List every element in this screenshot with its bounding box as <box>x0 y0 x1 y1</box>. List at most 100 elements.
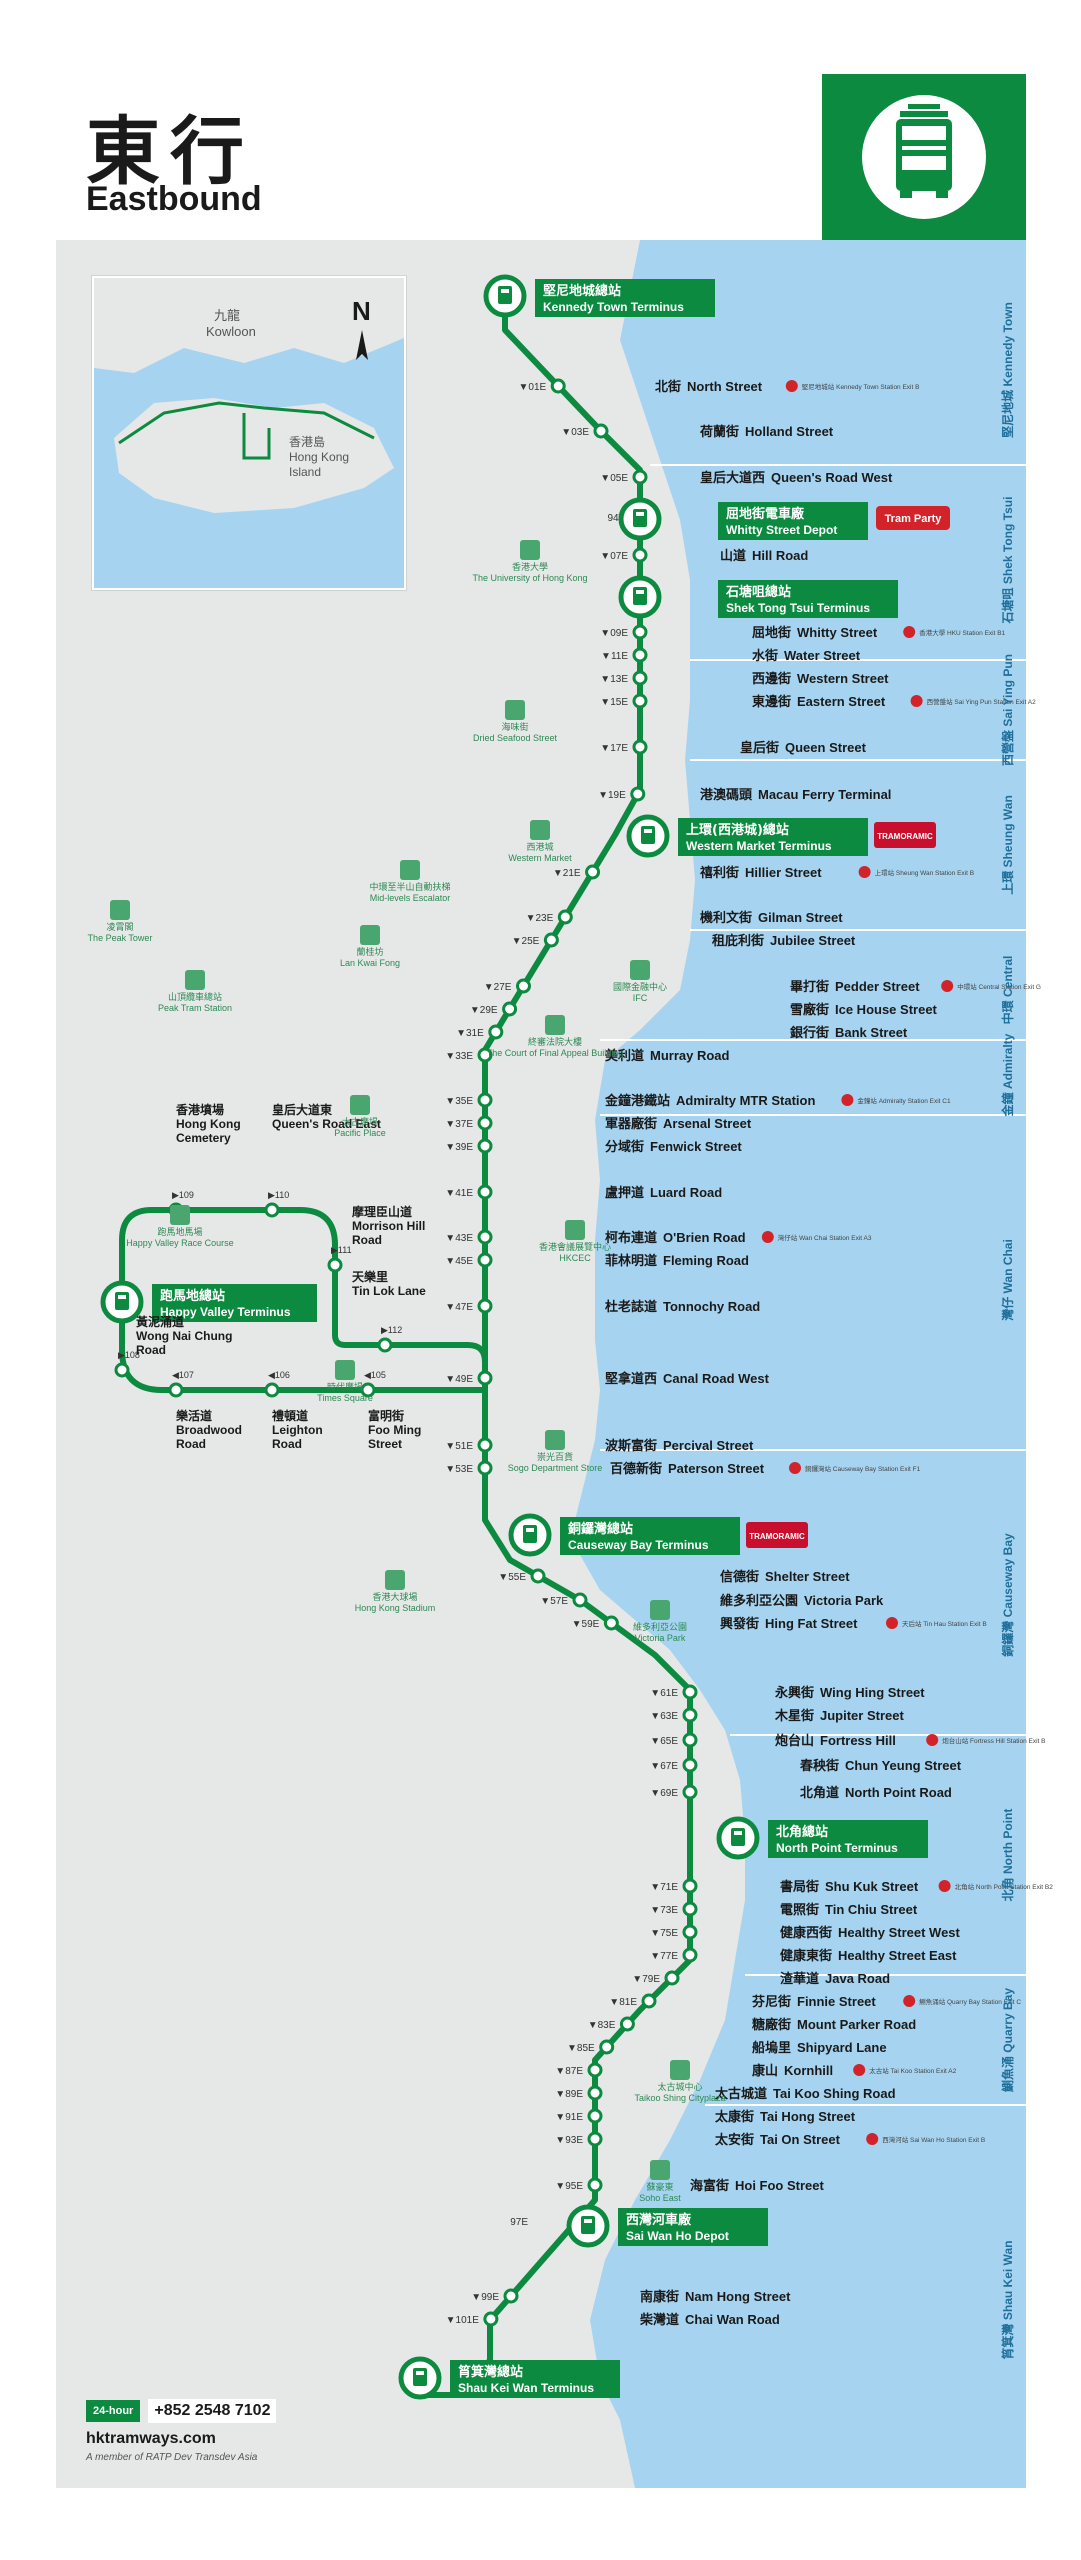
tram-stop-marker[interactable] <box>477 1047 493 1063</box>
tram-stop-marker[interactable] <box>630 786 646 802</box>
tram-stop-marker[interactable] <box>632 739 648 755</box>
stop-code: ▼43E <box>445 1233 473 1244</box>
stop-code: ▼61E <box>650 1688 678 1699</box>
terminus-label-box <box>618 2208 768 2246</box>
landmark-name-cn: 維多利亞公園 <box>633 1621 687 1633</box>
tram-stop-marker[interactable] <box>603 1615 619 1631</box>
stop-name-en: Whitty Street <box>797 625 878 640</box>
tram-stop-marker[interactable] <box>515 978 531 994</box>
stop-name-en: Chai Wan Road <box>685 2312 780 2327</box>
tram-stop-marker[interactable] <box>360 1382 376 1398</box>
terminus-name-en: North Point Terminus <box>776 1841 898 1855</box>
stop-name-en: Shelter Street <box>765 1569 850 1584</box>
stop-name-en: Mount Parker Road <box>797 2017 916 2032</box>
tram-stop-marker[interactable] <box>477 1298 493 1314</box>
tram-stop-marker[interactable] <box>682 1784 698 1800</box>
tram-stop-marker[interactable] <box>682 1947 698 1963</box>
tram-stop-marker[interactable] <box>632 469 648 485</box>
tram-stop-marker[interactable] <box>682 1732 698 1748</box>
tram-stop-marker[interactable] <box>477 1115 493 1131</box>
tram-stop-marker[interactable] <box>587 2108 603 2124</box>
tram-stop-marker[interactable] <box>477 1252 493 1268</box>
landmark-icon <box>400 860 420 880</box>
tram-stop-marker[interactable] <box>477 1437 493 1453</box>
tram-party-badge[interactable] <box>876 506 950 530</box>
stop-name-cn: 春秧街 <box>799 1758 839 1774</box>
tram-stop-marker[interactable] <box>587 2131 603 2147</box>
stop-name-en: Wing Hing Street <box>820 1685 925 1700</box>
tram-stop-marker[interactable] <box>550 378 566 394</box>
stop-code: ▼67E <box>650 1761 678 1772</box>
tram-stop-marker[interactable] <box>632 624 648 640</box>
stop-name-cn: 分域街 <box>605 1139 644 1155</box>
tram-stop-marker[interactable] <box>503 2288 519 2304</box>
phone-number[interactable]: +852 2548 7102 <box>148 2399 277 2423</box>
tram-stop-marker[interactable] <box>572 1592 588 1608</box>
stop-name-en: Finnie Street <box>797 1994 876 2009</box>
tram-stop-marker[interactable] <box>114 1362 130 1378</box>
tram-stop-marker[interactable] <box>264 1202 280 1218</box>
tram-stop-marker[interactable] <box>502 1001 518 1017</box>
tram-stop-marker[interactable] <box>264 1382 280 1398</box>
landmark-icon <box>630 960 650 980</box>
tramoramic-badge[interactable] <box>746 1522 808 1548</box>
tram-stop-marker[interactable] <box>682 1901 698 1917</box>
tram-stop-marker[interactable] <box>632 647 648 663</box>
stop-code: ▼13E <box>600 674 628 685</box>
stop-code: ▼59E <box>572 1619 600 1630</box>
hv-stop-en: Leighton <box>272 1423 323 1437</box>
tram-stop-marker[interactable] <box>632 693 648 709</box>
tram-party-label: Tram Party <box>885 513 943 525</box>
tram-stop-marker[interactable] <box>168 1382 184 1398</box>
tram-window <box>501 289 509 293</box>
tram-stop-marker[interactable] <box>599 2039 615 2055</box>
tram-stop-marker[interactable] <box>477 1460 493 1476</box>
stop-code: ▼73E <box>650 1905 678 1916</box>
stop-code: ▼11E <box>601 651 628 662</box>
stop-name-en: Tonnochy Road <box>663 1299 760 1314</box>
stop-name-cn: 水街 <box>752 648 778 664</box>
tram-stop-marker[interactable] <box>585 864 601 880</box>
inset-map-drawing: 九龍 Kowloon 香港島 Hong Kong Island N <box>94 278 404 588</box>
tram-stop-marker[interactable] <box>477 1370 493 1386</box>
tram-stop-marker[interactable] <box>587 2085 603 2101</box>
tram-stop-marker[interactable] <box>477 1092 493 1108</box>
website-link[interactable]: hktramways.com <box>86 2430 216 2447</box>
tram-stop-marker[interactable] <box>682 1707 698 1723</box>
stop-name-cn: 皇后大道西 <box>700 470 765 486</box>
tram-window <box>636 590 644 594</box>
tram-stop-marker[interactable] <box>632 670 648 686</box>
terminus-name-en: Happy Valley Terminus <box>160 1305 291 1319</box>
tram-stop-marker[interactable] <box>664 1970 680 1986</box>
tram-stop-marker[interactable] <box>682 1684 698 1700</box>
tram-stop-marker[interactable] <box>557 909 573 925</box>
district-label: 中環 Central <box>1000 956 1015 1025</box>
tram-stop-marker[interactable] <box>483 2311 499 2327</box>
tram-stop-marker[interactable] <box>619 2016 635 2032</box>
tram-stop-marker[interactable] <box>488 1024 504 1040</box>
tram-stop-marker[interactable] <box>641 1993 657 2009</box>
mtr-icon <box>858 866 871 878</box>
tram-stop-marker[interactable] <box>682 1878 698 1894</box>
tram-stop-marker[interactable] <box>593 423 609 439</box>
tram-stop-marker[interactable] <box>477 1138 493 1154</box>
tramoramic-badge[interactable] <box>874 822 936 848</box>
hv-stop-cn: 摩理臣山道 <box>352 1204 412 1219</box>
tram-stop-marker[interactable] <box>682 1757 698 1773</box>
tram-stop-marker[interactable] <box>587 2062 603 2078</box>
tram-stop-marker[interactable] <box>477 1229 493 1245</box>
stop-name-cn: 炮台山 <box>775 1733 814 1749</box>
tram-stop-marker[interactable] <box>587 2177 603 2193</box>
tram-stop-marker[interactable] <box>543 932 559 948</box>
mtr-icon <box>886 1617 898 1629</box>
terminus-name-en: Causeway Bay Terminus <box>568 1538 709 1552</box>
tram-stop-marker[interactable] <box>377 1337 393 1353</box>
tram-stop-marker[interactable] <box>477 1184 493 1200</box>
contact-line: 24-hour +852 2548 7102 <box>86 2399 277 2423</box>
tram-stop-marker[interactable] <box>327 1257 343 1273</box>
landmark-name-en: Pacific Place <box>334 1128 386 1138</box>
stop-code: ▼51E <box>445 1441 473 1452</box>
tram-stop-marker[interactable] <box>632 547 648 563</box>
tram-stop-marker[interactable] <box>682 1924 698 1940</box>
tram-stop-marker[interactable] <box>530 1568 546 1584</box>
